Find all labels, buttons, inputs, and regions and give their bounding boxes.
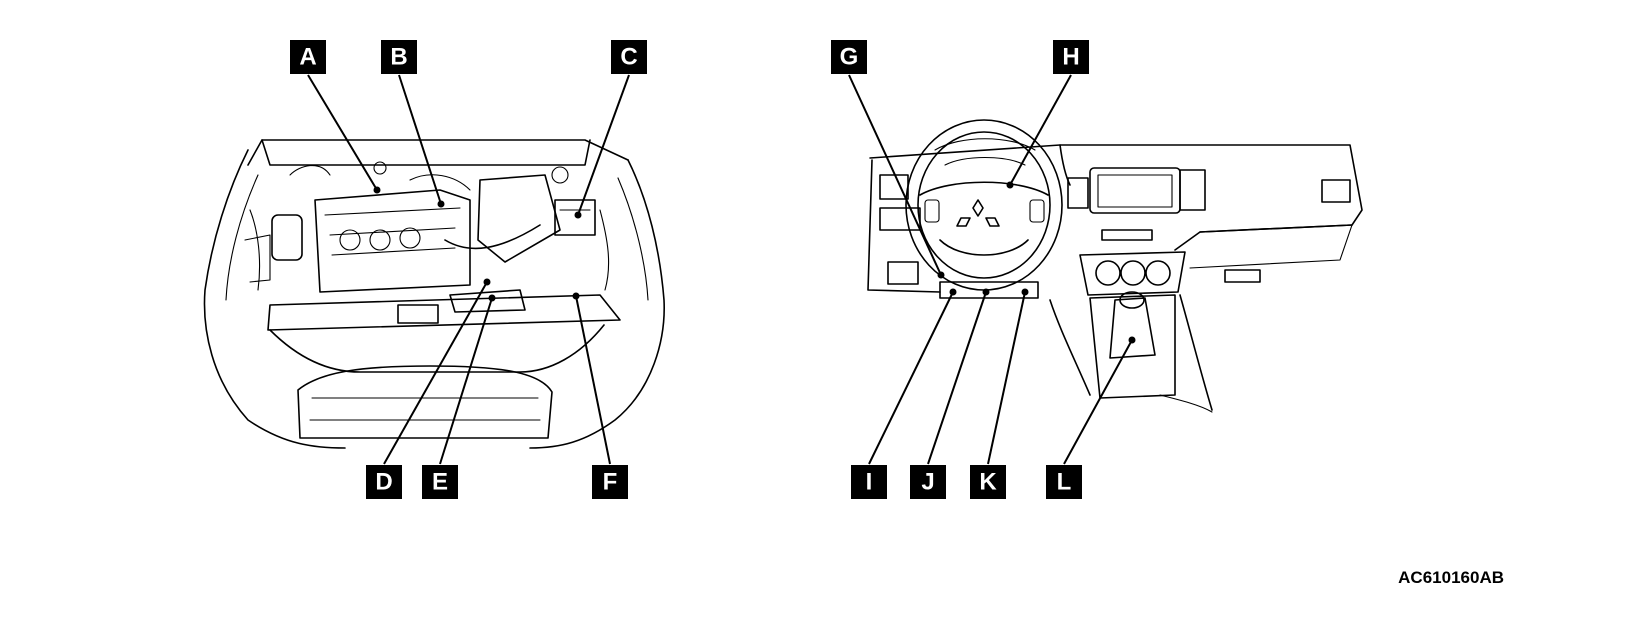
callout-L: L [1046,465,1082,499]
leader-I [868,291,954,465]
callout-label-K: K [979,469,997,496]
callout-label-C: C [620,44,637,71]
callout-label-B: B [390,44,407,71]
leader-H [1009,74,1072,186]
leader-D [383,281,488,465]
leader-G [848,74,942,276]
leader-A [307,74,378,191]
location-dot-E [488,294,496,302]
callout-label-L: L [1057,469,1072,496]
leader-E [439,297,493,465]
callout-C: C [611,40,647,74]
location-dot-K [1021,288,1029,296]
callout-K: K [970,465,1006,499]
callout-label-A: A [299,44,316,71]
callout-label-D: D [375,469,392,496]
callout-B: B [381,40,417,74]
figure-id: AC610160AB [1398,568,1504,587]
location-dot-H [1006,181,1014,189]
location-dot-D [483,278,491,286]
callout-label-I: I [866,469,873,496]
callout-F: F [592,465,628,499]
callout-G: G [831,40,867,74]
callout-label-H: H [1062,44,1079,71]
location-dot-B [437,200,445,208]
location-dot-J [982,288,990,296]
location-dot-G [937,271,945,279]
leader-L [1063,339,1133,465]
leader-lines [307,74,1133,465]
callout-I: I [851,465,887,499]
engine-compartment-illustration [203,139,665,449]
callout-J: J [910,465,946,499]
leader-K [987,291,1026,465]
leader-B [398,74,442,205]
location-dot-C [574,211,582,219]
callout-label-F: F [603,469,618,496]
location-dots [373,181,1136,344]
callout-H: H [1053,40,1089,74]
leader-J [927,291,987,465]
callout-D: D [366,465,402,499]
callout-label-J: J [921,469,934,496]
location-dot-A [373,186,381,194]
location-dot-I [949,288,957,296]
callout-label-G: G [840,44,859,71]
location-dot-L [1128,336,1136,344]
callout-label-E: E [432,469,448,496]
callout-E: E [422,465,458,499]
dashboard-illustration [867,119,1363,413]
location-dot-F [572,292,580,300]
leader-C [577,74,630,216]
leader-F [575,295,611,465]
callout-A: A [290,40,326,74]
